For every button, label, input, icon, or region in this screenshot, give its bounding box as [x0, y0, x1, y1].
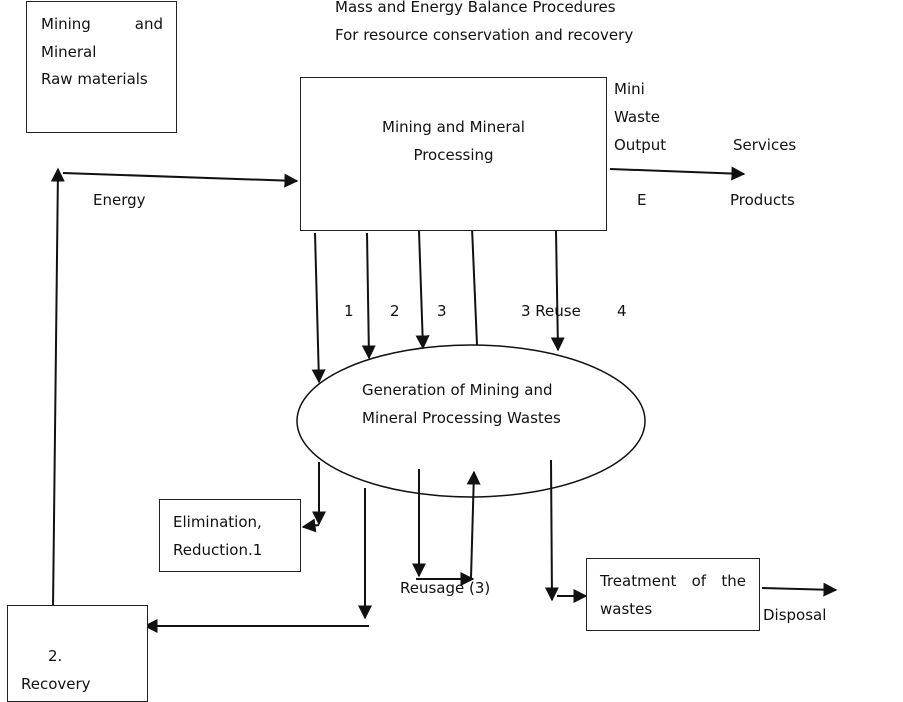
raw-materials-line-1: Mining and — [41, 10, 163, 38]
arrow-flow-2 — [415, 230, 430, 350]
recovery-line-2: Recovery — [21, 675, 91, 693]
raw-materials-word-and: and — [134, 15, 163, 33]
title-line-2: For resource conservation and recovery — [335, 26, 634, 44]
label-mini: Mini — [614, 80, 645, 98]
arrow-to-elimination-left — [301, 518, 320, 533]
treatment-word-2: of — [691, 572, 707, 590]
waste-ellipse-line-2: Mineral Processing Wastes — [362, 409, 561, 427]
arrow-output-services — [609, 166, 746, 181]
flow-number-4: 4 — [617, 302, 627, 320]
processing-line-2: Processing — [413, 146, 494, 164]
elimination-line-2: Reduction.1 — [173, 541, 263, 559]
arrow-flow-4 — [550, 230, 565, 352]
raw-materials-line-3: Raw materials — [41, 70, 148, 88]
waste-ellipse-line-1: Generation of Mining and — [362, 381, 553, 399]
flow-number-2: 2 — [390, 302, 400, 320]
raw-materials-line-2: Mineral — [41, 43, 97, 61]
arrow-to-treatment-down — [544, 459, 559, 602]
label-products: Products — [730, 191, 795, 209]
processing-box: Mining and Mineral Processing — [300, 77, 607, 231]
label-services: Services — [733, 136, 797, 154]
flow-number-1: 1 — [344, 302, 354, 320]
recovery-line-1: 2. — [48, 647, 63, 665]
treatment-word-1: Treatment — [600, 572, 677, 590]
arrow-energy-to-processing — [62, 172, 299, 188]
treatment-line-1: Treatment of the — [600, 567, 746, 595]
raw-materials-word-mining: Mining — [41, 15, 91, 33]
label-reusage: Reusage (3) — [400, 579, 491, 597]
treatment-box: Treatment of the wastes — [586, 558, 760, 631]
treatment-word-3: the — [721, 572, 746, 590]
arrow-flow-1 — [361, 232, 376, 360]
label-waste: Waste — [614, 108, 660, 126]
arrow-recovery-up — [50, 167, 65, 610]
title-line-1: Mass and Energy Balance Procedures — [335, 0, 616, 16]
label-disposal: Disposal — [763, 606, 827, 624]
processing-line-1: Mining and Mineral — [382, 118, 525, 136]
elimination-line-1: Elimination, — [173, 513, 262, 531]
raw-materials-box: Mining and Mineral Raw materials — [26, 1, 177, 133]
elimination-box: Elimination, Reduction.1 — [159, 499, 301, 572]
label-e: E — [637, 191, 647, 209]
label-output: Output — [614, 136, 667, 154]
flow-number-3: 3 — [437, 302, 447, 320]
flow-number-3-reuse: 3 Reuse — [521, 302, 581, 320]
treatment-line-2: wastes — [600, 600, 653, 618]
label-energy: Energy — [93, 191, 146, 209]
arrow-disposal — [761, 582, 838, 597]
waste-generation-ellipse — [296, 344, 646, 498]
arrow-reusage-up — [466, 470, 481, 579]
recovery-box: 2. Recovery — [7, 605, 148, 702]
arrow-flow-a — [311, 232, 326, 384]
